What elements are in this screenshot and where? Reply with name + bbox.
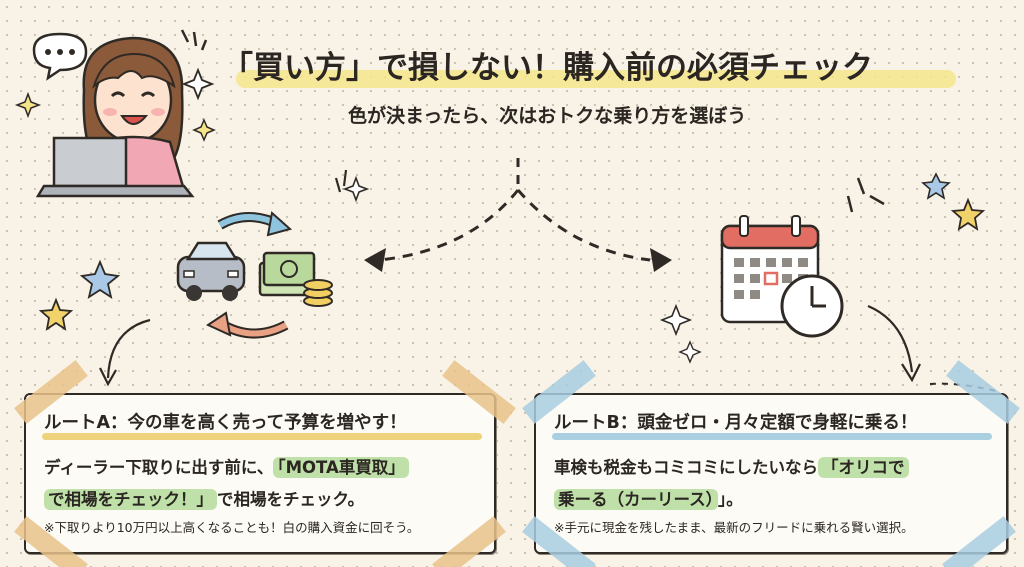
star-icon bbox=[79, 259, 121, 299]
route-a-line-1-text: ディーラー下取りに出す前に、 bbox=[44, 458, 274, 477]
route-a-heading: ルートA：今の車を高く売って予算を増やす！ bbox=[44, 413, 407, 433]
route-a-line-2-text: で相場をチェック。 bbox=[217, 490, 365, 509]
sparkle-icon bbox=[659, 303, 693, 337]
route-b-heading-highlight bbox=[552, 433, 992, 440]
sparkle-icon bbox=[678, 340, 702, 364]
page-subtitle: 色が決まったら、次はおトクな乗り方を選ぼう bbox=[348, 105, 747, 127]
route-b-card: ルートB：頭金ゼロ・月々定額で身軽に乗る！ 車検も税金もコミコミにしたいなら「オ… bbox=[534, 393, 1008, 554]
title-highlight bbox=[236, 70, 956, 88]
page-title: 「買い方」で損しない！購入前の必須チェック bbox=[222, 50, 873, 86]
route-b-lease-highlight[interactable]: 乗ーる（カーリース） bbox=[554, 489, 718, 510]
sparkle-icon bbox=[342, 175, 370, 203]
route-b-line-1: 車検も税金もコミコミにしたいなら「オリコで bbox=[554, 453, 909, 483]
star-icon bbox=[38, 297, 74, 331]
branching-arrows bbox=[364, 158, 672, 272]
speech-bubble-icon bbox=[32, 32, 88, 81]
route-a-check-highlight[interactable]: で相場をチェック！」 bbox=[44, 489, 217, 510]
route-a-line-2: で相場をチェック！」で相場をチェック。 bbox=[44, 485, 364, 515]
route-b-line-2-text: 」。 bbox=[717, 490, 743, 509]
route-b-line-2: 乗ーる（カーリース）」。 bbox=[554, 485, 743, 515]
route-b-note: ※手元に現金を残したまま、最新のフリードに乗れる賢い選択。 bbox=[554, 520, 914, 535]
woman-with-laptop-icon bbox=[14, 29, 216, 198]
route-a-note: ※下取りより10万円以上高くなることも！白の購入資金に回そう。 bbox=[44, 520, 420, 535]
route-b-line-1-text: 車検も税金もコミコミにしたいなら bbox=[554, 458, 818, 477]
car-money-exchange-icon bbox=[176, 211, 333, 339]
route-b-orico-link[interactable]: 「オリコで bbox=[818, 457, 909, 478]
route-a-heading-highlight bbox=[42, 433, 482, 440]
route-a-mota-link[interactable]: 「MOTA車買取」 bbox=[273, 457, 409, 478]
star-icon bbox=[950, 197, 986, 231]
calendar-clock-icon bbox=[720, 215, 844, 338]
route-a-line-1: ディーラー下取りに出す前に、「MOTA車買取」 bbox=[44, 453, 409, 483]
route-b-heading: ルートB：頭金ゼロ・月々定額で身軽に乗る！ bbox=[554, 413, 918, 433]
star-icon bbox=[921, 172, 951, 200]
route-a-card: ルートA：今の車を高く売って予算を増やす！ ディーラー下取りに出す前に、「MOT… bbox=[24, 393, 496, 554]
